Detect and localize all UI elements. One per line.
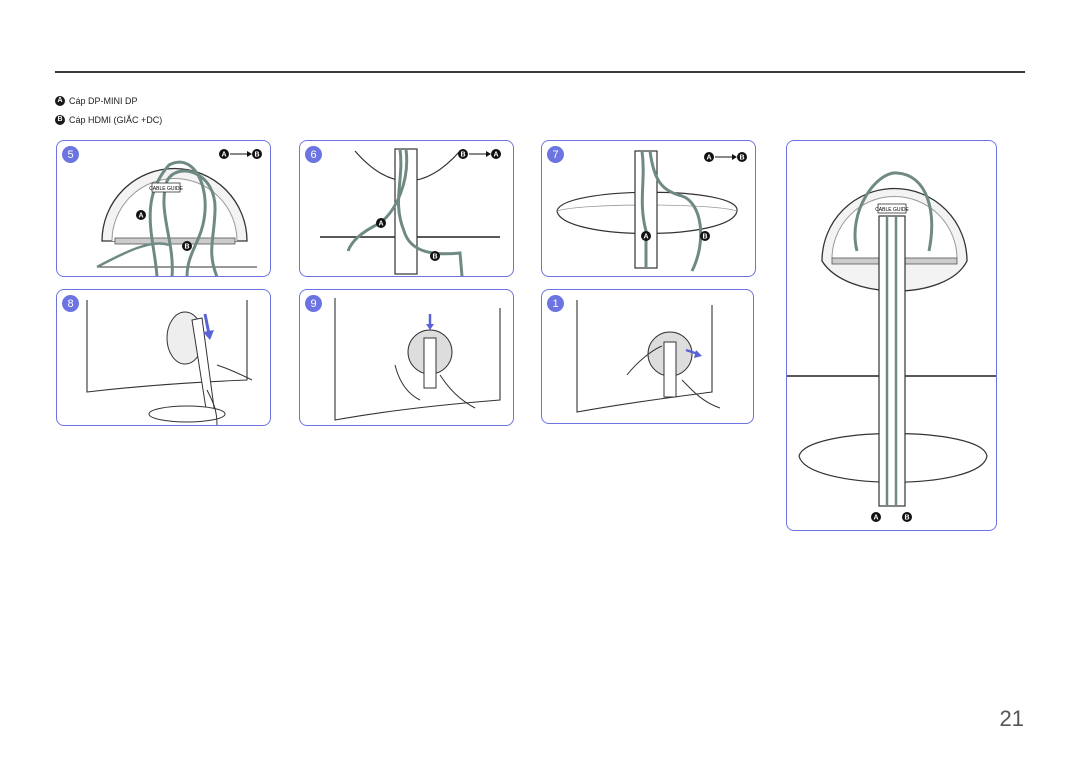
step-9-number: 9 xyxy=(305,295,322,312)
callout-a-icon: A xyxy=(138,213,143,220)
callout-b-icon: B xyxy=(702,234,707,241)
step-6-number: 6 xyxy=(305,146,322,163)
cable-guide-label: CABLE GUIDE xyxy=(875,207,909,213)
svg-text:B: B xyxy=(739,155,744,162)
svg-text:B: B xyxy=(254,152,259,159)
svg-text:B: B xyxy=(460,152,465,159)
step-8-number: 8 xyxy=(62,295,79,312)
svg-text:A: A xyxy=(221,152,226,159)
callout-b-icon: B xyxy=(432,254,437,261)
callout-b-icon: B xyxy=(904,515,909,522)
order-a-to-b: A B xyxy=(219,149,262,159)
step-7-number: 7 xyxy=(547,146,564,163)
step-1-number: 1 xyxy=(547,295,564,312)
step-7-illustration: A B A B xyxy=(556,150,747,272)
callout-b-icon: B xyxy=(184,244,189,251)
step-8-panel: 8 xyxy=(56,289,271,426)
header-rule xyxy=(55,71,1025,73)
step-5-number: 5 xyxy=(62,146,79,163)
callout-b-icon: B xyxy=(55,114,65,125)
order-b-to-a: B A xyxy=(458,149,501,159)
callout-a-icon: A xyxy=(55,95,65,106)
page-number: 21 xyxy=(999,706,1024,731)
step-8-illustration xyxy=(86,300,253,425)
legend-label-b: Cáp HDMI (GIẮC +DC) xyxy=(69,114,163,125)
callout-a-icon: A xyxy=(378,221,383,228)
step-6-illustration: B A A B xyxy=(320,148,501,276)
step-1-panel: 1 xyxy=(541,289,754,424)
callout-a-icon: A xyxy=(643,234,648,241)
callout-a-icon: A xyxy=(873,515,878,522)
order-a-to-b: A B xyxy=(704,152,747,162)
legend-item-a: A Cáp DP-MINI DP xyxy=(55,93,162,108)
cable-guide-label: CABLE GUIDE xyxy=(149,186,183,192)
step-5-illustration: CABLE GUIDE A B A B xyxy=(96,149,262,276)
cable-legend: A Cáp DP-MINI DP B Cáp HDMI (GIẮC +DC) xyxy=(55,93,162,131)
overview-panel: CABLE GUIDE A B xyxy=(786,140,997,531)
step-6-panel: 6 B A A B xyxy=(299,140,514,277)
step-7-panel: 7 A B A B xyxy=(541,140,756,277)
svg-text:A: A xyxy=(493,152,498,159)
step-1-illustration xyxy=(576,300,721,413)
step-5-panel: 5 CABLE GUIDE A B A B xyxy=(56,140,271,277)
step-9-illustration xyxy=(334,298,501,421)
svg-text:A: A xyxy=(706,155,711,162)
step-9-panel: 9 xyxy=(299,289,514,426)
legend-item-b: B Cáp HDMI (GIẮC +DC) xyxy=(55,112,162,127)
overview-illustration: CABLE GUIDE A B xyxy=(787,171,996,522)
legend-label-a: Cáp DP-MINI DP xyxy=(69,95,138,106)
